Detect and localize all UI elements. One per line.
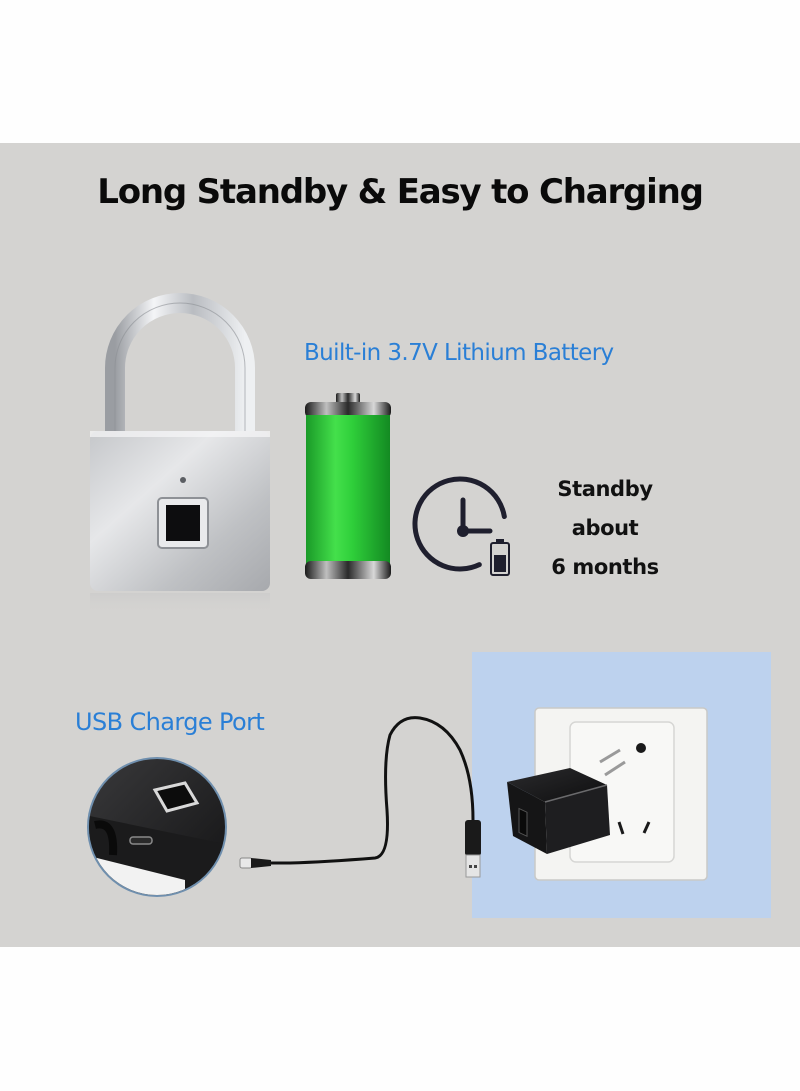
headline: Long Standby & Easy to Charging [97,172,704,212]
usb-port-closeup-icon [87,757,227,897]
standby-line: about [571,516,639,540]
battery-label: Built-in 3.7V Lithium Battery [304,340,614,366]
standby-duration: Standby about 6 months [540,470,670,587]
wall-adapter-icon [507,748,626,854]
usb-cable-icon [239,716,481,878]
clock-battery-icon [412,476,510,576]
standby-line: Standby [557,477,653,501]
standby-line: 6 months [551,555,659,579]
fingerprint-padlock-icon [90,293,270,613]
battery-full-icon [305,393,391,579]
usb-charge-port-label: USB Charge Port [75,708,265,736]
